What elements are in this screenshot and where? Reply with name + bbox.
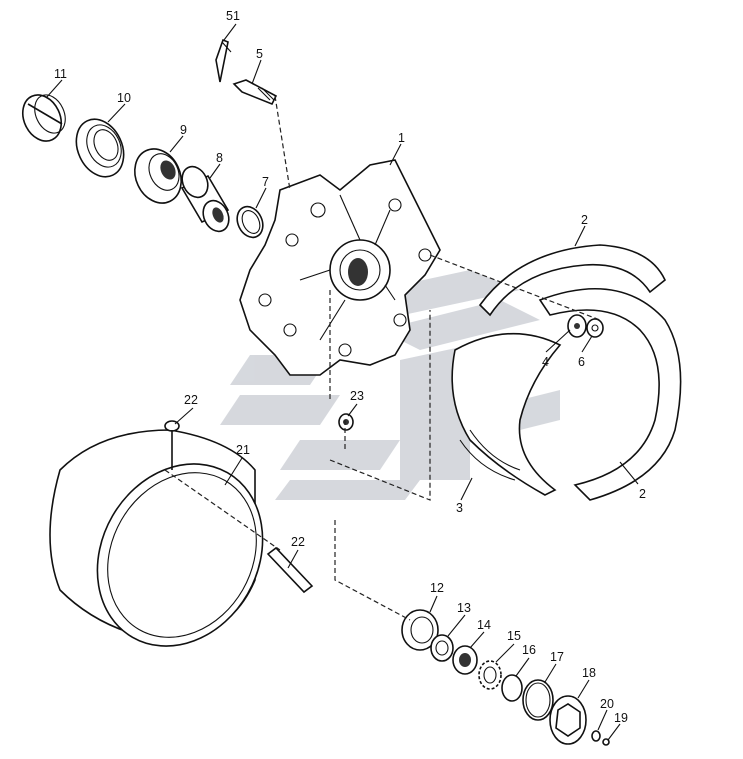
label-22-bottom: 22: [291, 535, 305, 549]
label-9: 9: [180, 123, 187, 137]
label-17: 17: [550, 650, 564, 664]
label-23: 23: [350, 389, 364, 403]
part-3-brake-lining: [451, 332, 562, 496]
part-20-washer: [591, 730, 601, 742]
part-18-hub-cap: [549, 695, 587, 745]
label-11: 11: [54, 67, 67, 81]
part-2-brake-shoe-right: [538, 287, 682, 501]
label-14: 14: [477, 618, 491, 632]
label-51: 51: [226, 9, 240, 23]
label-10: 10: [117, 91, 131, 105]
part-11-cap: [21, 94, 66, 142]
label-12: 12: [430, 581, 444, 595]
label-2-lower: 2: [639, 487, 646, 501]
label-7: 7: [262, 175, 269, 189]
label-4: 4: [542, 355, 549, 369]
part-6-nut: [586, 318, 604, 338]
part-13-washer: [430, 634, 454, 662]
label-5: 5: [256, 47, 263, 61]
label-1: 1: [398, 131, 405, 145]
label-6: 6: [578, 355, 585, 369]
label-21: 21: [236, 443, 250, 457]
part-17-ring: [522, 679, 554, 721]
part-10-seal: [75, 118, 125, 178]
part-22-valve-bolt: [266, 546, 314, 594]
callout-labels: 51 5 11 10 9 8 7 1 2 2 4 6 3 22 23 21 22…: [54, 9, 646, 725]
label-18: 18: [582, 666, 596, 680]
label-8: 8: [216, 151, 223, 165]
part-9-bearing: [134, 148, 182, 204]
label-22-top: 22: [184, 393, 198, 407]
part-21-wheel-rim: [49, 429, 281, 647]
label-16: 16: [522, 643, 536, 657]
part-7-ring: [236, 205, 264, 239]
label-3: 3: [456, 501, 463, 515]
part-5-bolt: [232, 79, 278, 106]
part-15-toothed-washer: [478, 660, 502, 690]
part-14-lock-washer: [452, 645, 478, 675]
part-16-ring: [501, 674, 523, 702]
label-15: 15: [507, 629, 521, 643]
part-12-bearing: [401, 609, 439, 651]
part-1-hub: [239, 159, 441, 376]
label-2-upper: 2: [581, 213, 588, 227]
leader-lines: [45, 23, 639, 741]
label-20: 20: [600, 697, 614, 711]
label-19: 19: [614, 711, 628, 725]
part-4-bolt: [567, 314, 587, 338]
part-51-cotter-pin: [215, 38, 232, 83]
part-2-brake-shoe-upper: [478, 244, 666, 317]
assembly-lines: [274, 95, 601, 621]
part-23-nut: [338, 413, 354, 431]
part-19-pin: [602, 738, 610, 746]
part-8-sleeve: [180, 165, 230, 233]
label-13: 13: [457, 601, 471, 615]
